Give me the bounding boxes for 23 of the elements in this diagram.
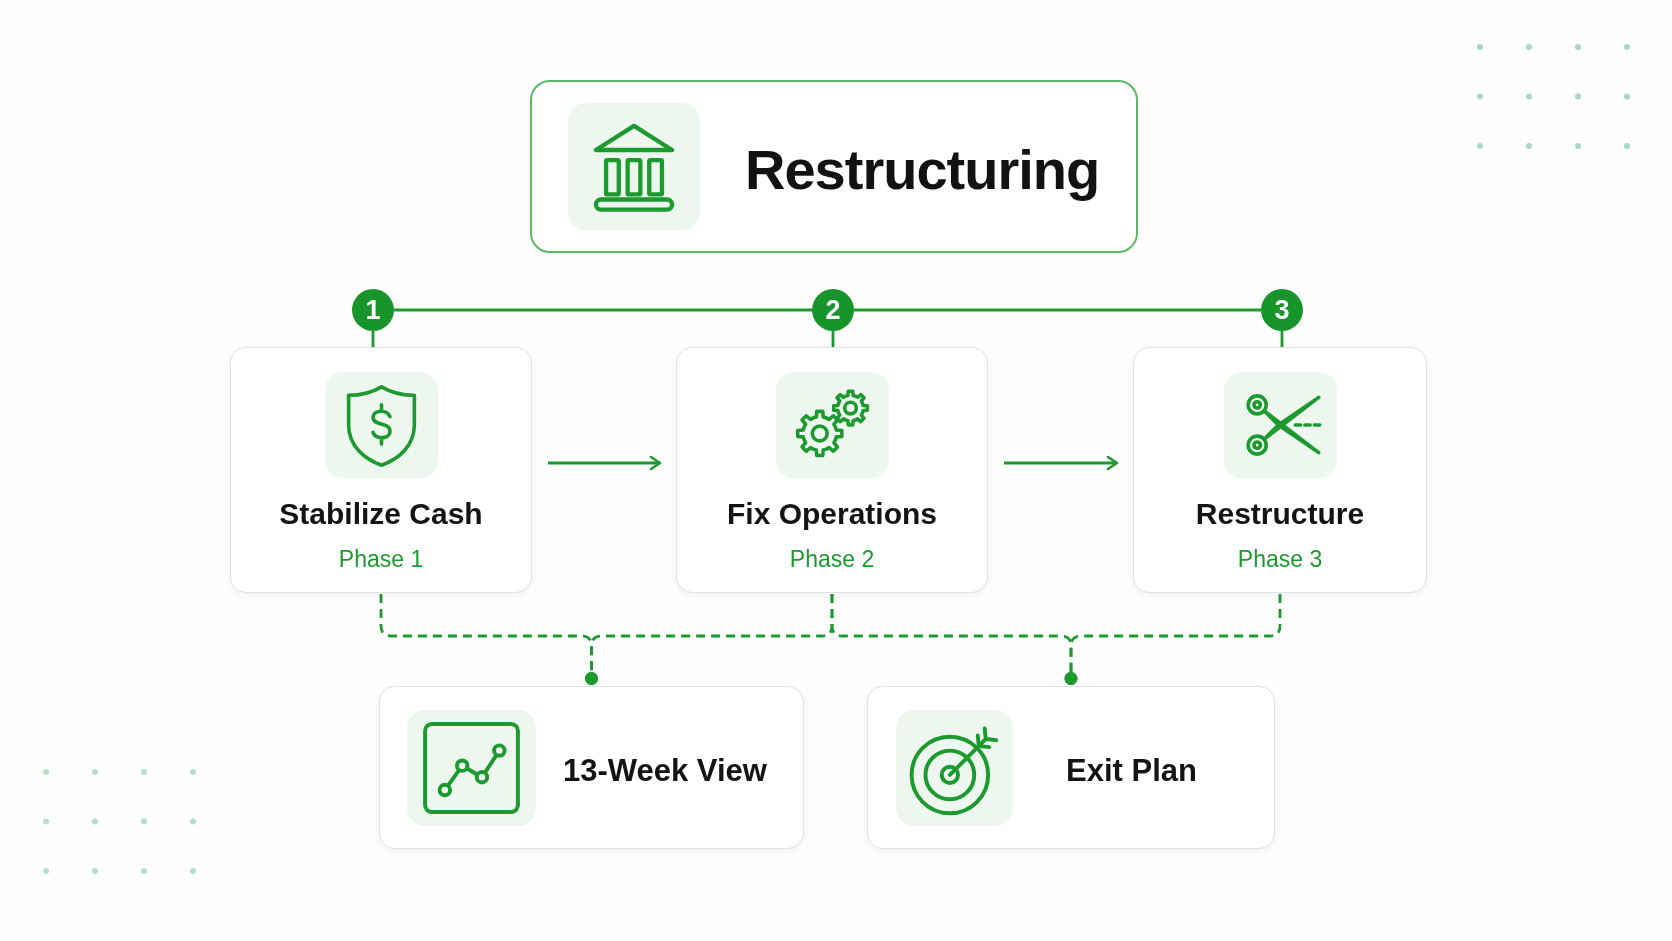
card-title: Stabilize Cash bbox=[279, 497, 483, 532]
heading-card bbox=[530, 80, 1138, 253]
phase-card bbox=[1133, 347, 1427, 593]
phase-label: Phase 1 bbox=[338, 545, 424, 572]
phase-label: Phase 3 bbox=[1237, 545, 1323, 572]
card-title: 13-Week View bbox=[563, 752, 767, 789]
outcome-card bbox=[867, 686, 1275, 849]
phase-label: Phase 2 bbox=[789, 545, 875, 572]
card-title: Exit Plan bbox=[1066, 752, 1197, 789]
step-number-marker: 2 bbox=[812, 289, 854, 331]
outcome-card bbox=[379, 686, 804, 849]
phase-card bbox=[676, 347, 988, 593]
step-number-marker: 3 bbox=[1261, 289, 1303, 331]
arrow bbox=[548, 455, 662, 471]
dashed-connector bbox=[1064, 594, 1282, 685]
heading-text: Restructuring bbox=[745, 138, 1100, 203]
connector-line bbox=[394, 308, 812, 312]
card-title: Restructure bbox=[1195, 497, 1365, 532]
step-number-marker: 1 bbox=[352, 289, 394, 331]
phase-card bbox=[230, 347, 532, 593]
arrow bbox=[1004, 455, 1119, 471]
card-title: Fix Operations bbox=[726, 497, 937, 532]
connector-line bbox=[854, 308, 1261, 312]
